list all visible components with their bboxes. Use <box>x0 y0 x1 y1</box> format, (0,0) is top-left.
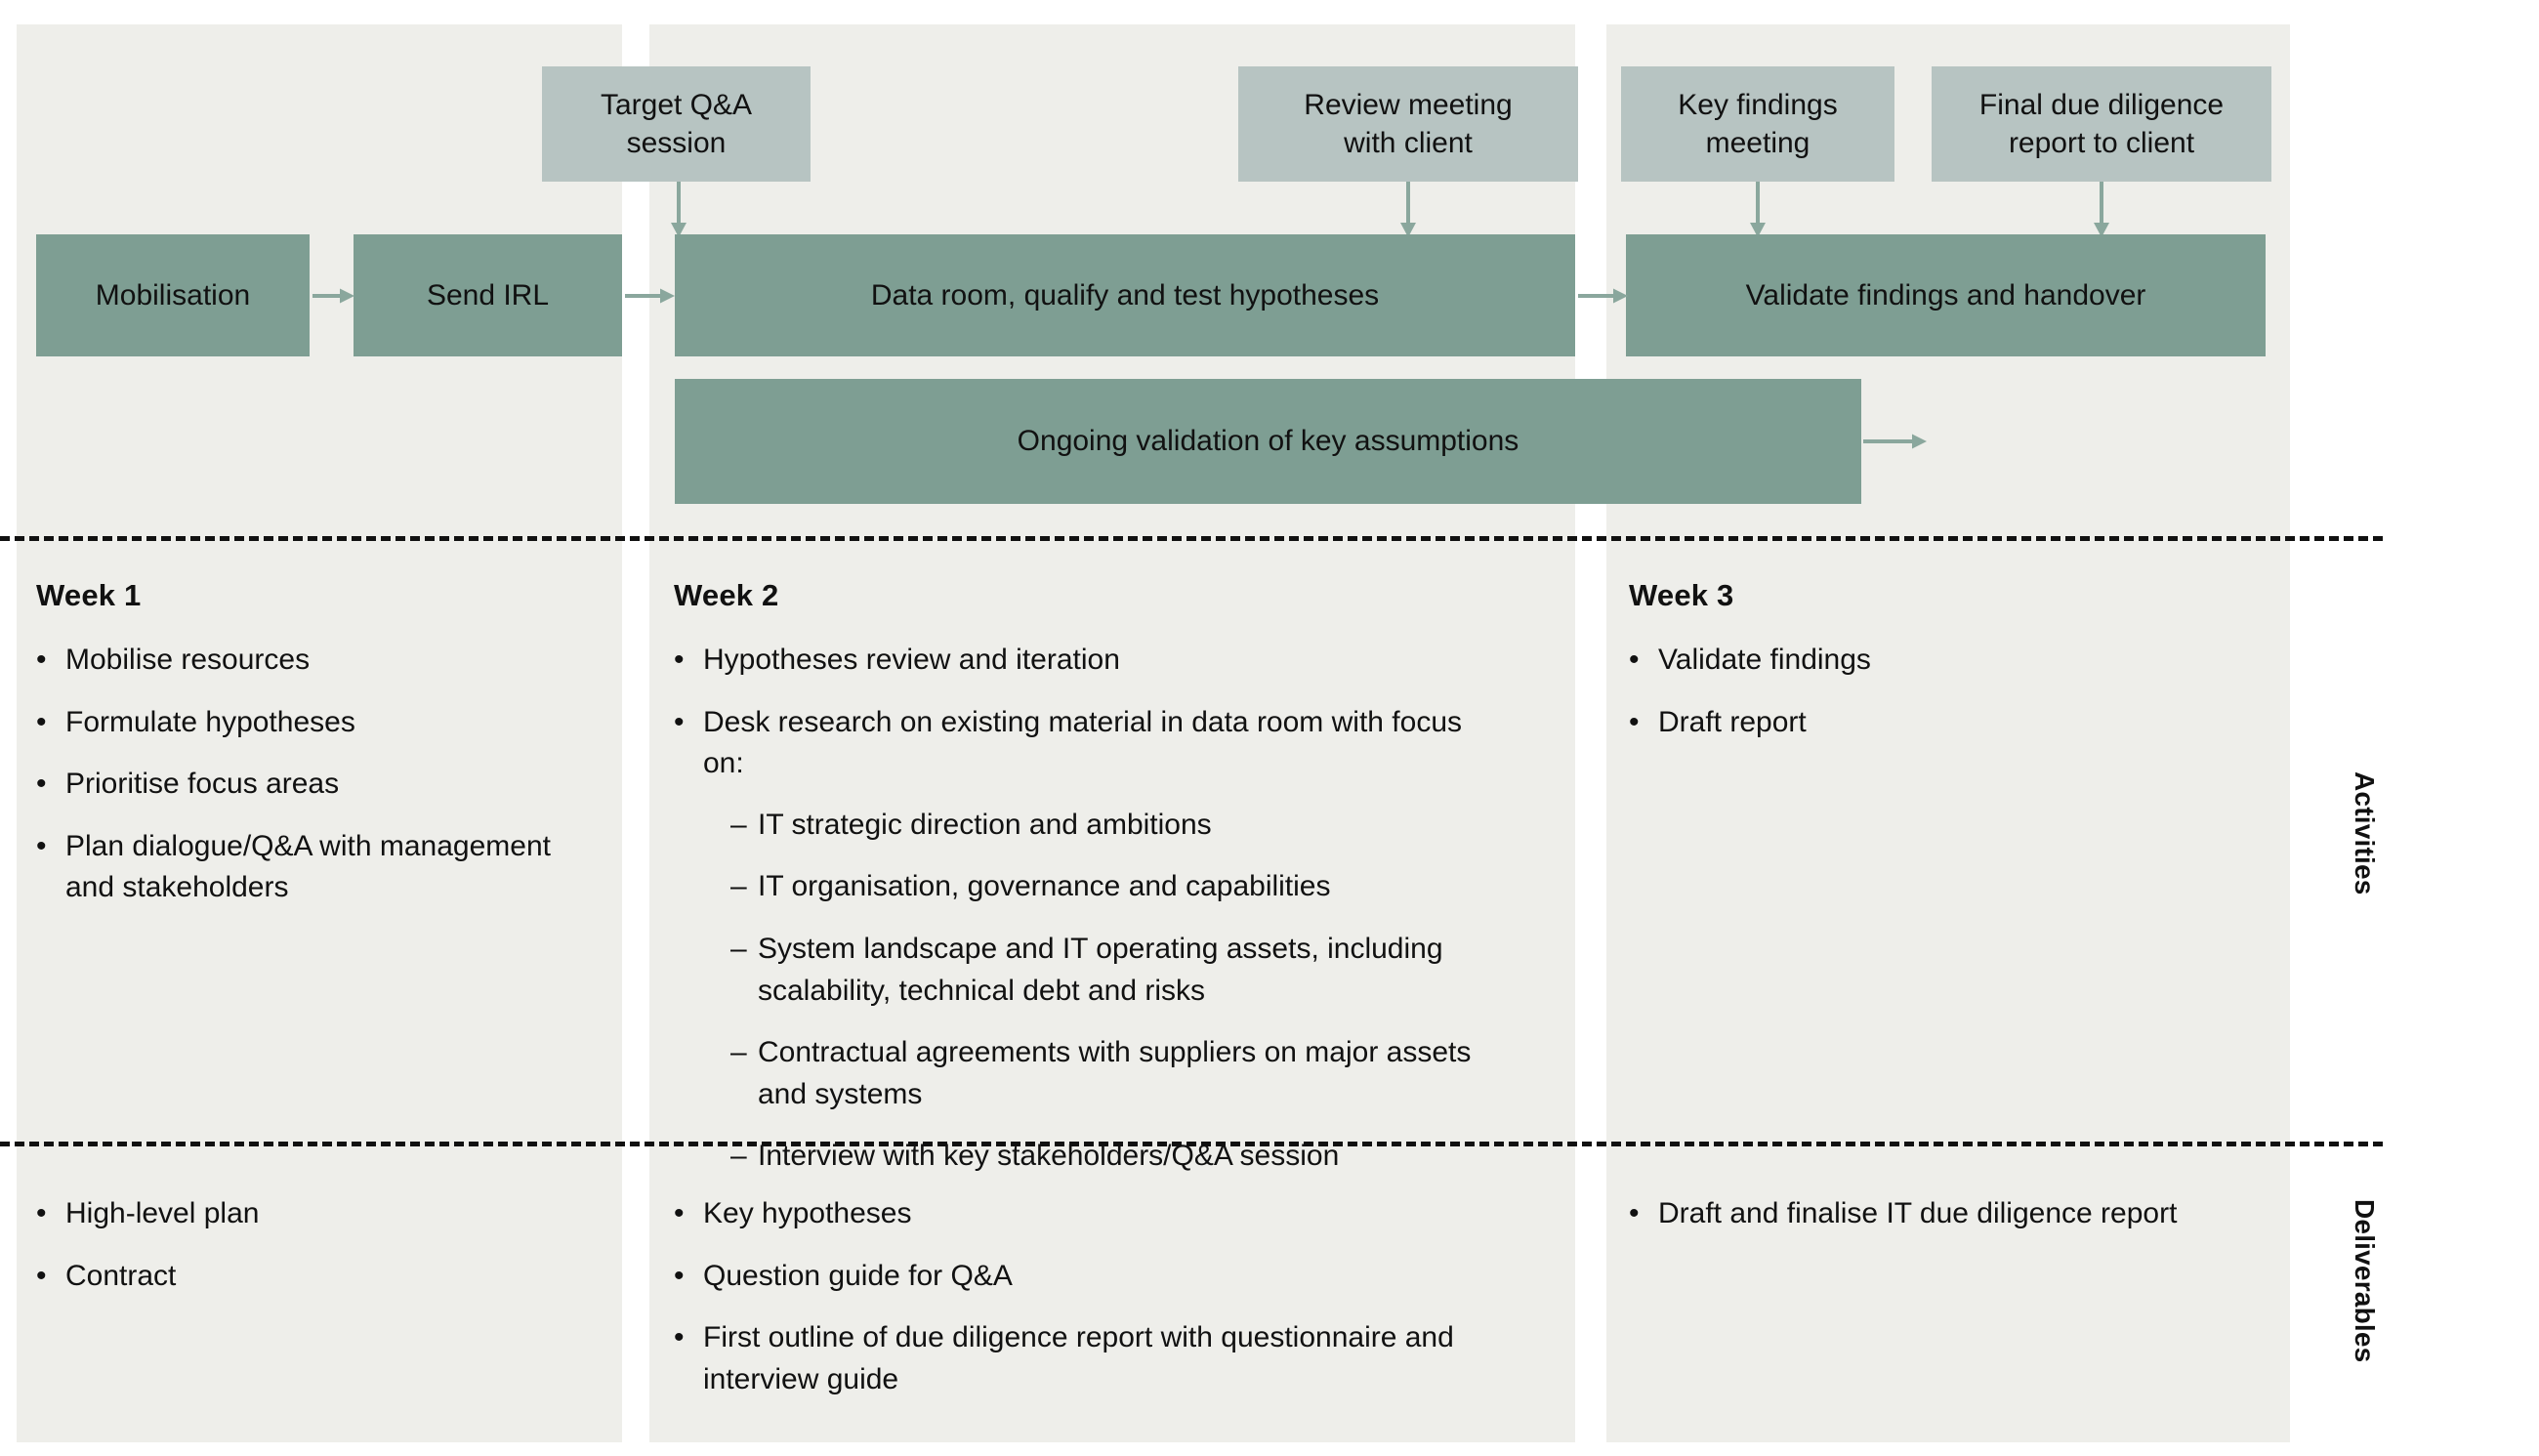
activities-list-week-3: • Validate findings • Draft report <box>1629 640 2264 743</box>
activities-heading-week-3: Week 3 <box>1629 578 1734 612</box>
bullet-marker: – <box>730 932 747 965</box>
arrow-final-report-to-phase <box>2094 182 2109 237</box>
arrow-review-meeting-to-phase <box>1400 182 1416 237</box>
list-item: • Contract <box>36 1256 583 1298</box>
milestone-review-meeting-with-client[interactable]: Review meeting with client <box>1238 66 1578 182</box>
activities-sublist-week-2: – IT strategic direction and ambitions –… <box>730 805 1479 1178</box>
activities-heading-week-2: Week 2 <box>674 578 779 612</box>
bullet-marker: • <box>36 829 47 862</box>
bullet-marker: • <box>1629 644 1640 676</box>
bullet-marker: • <box>36 644 47 676</box>
bullet-marker: – <box>730 1036 747 1069</box>
bullet-marker: • <box>674 705 685 738</box>
arrow-target-qa-to-phase <box>671 182 687 237</box>
arrow-data-room-to-validate <box>1578 288 1628 304</box>
bullet-marker: • <box>36 705 47 738</box>
list-item: • Validate findings <box>1629 640 2264 682</box>
list-item-text: Plan dialogue/Q&A with management and st… <box>65 829 551 904</box>
activities-list-week-1: • Mobilise resources • Formulate hypothe… <box>36 640 583 909</box>
list-item: • Draft and finalise IT due diligence re… <box>1629 1193 2293 1235</box>
list-item: • Prioritise focus areas <box>36 764 583 806</box>
list-item-text: Desk research on existing material in da… <box>703 705 1463 780</box>
list-item-text: IT organisation, governance and capabili… <box>758 870 1331 903</box>
divider-activities-deliverables <box>0 1142 2383 1146</box>
list-item-text: Mobilise resources <box>65 644 311 676</box>
list-item: • Formulate hypotheses <box>36 702 583 744</box>
list-item: • First outline of due diligence report … <box>674 1317 1489 1400</box>
deliverables-list-week-3: • Draft and finalise IT due diligence re… <box>1629 1193 2293 1235</box>
bullet-marker: • <box>36 768 47 801</box>
list-item-text: Question guide for Q&A <box>703 1259 1013 1292</box>
phase-bar-ongoing-validation[interactable]: Ongoing validation of key assumptions <box>675 379 1861 504</box>
bullet-marker: • <box>674 1321 685 1354</box>
list-item: – System landscape and IT operating asse… <box>730 929 1479 1012</box>
arrow-key-findings-to-phase <box>1750 182 1766 237</box>
bullet-marker: • <box>1629 1197 1640 1229</box>
list-item-text: System landscape and IT operating assets… <box>758 932 1443 1007</box>
list-item: • High-level plan <box>36 1193 583 1235</box>
list-item-text: Contractual agreements with suppliers on… <box>758 1036 1472 1110</box>
phase-bar-validate-findings-handover[interactable]: Validate findings and handover <box>1626 234 2266 356</box>
list-item-text: Prioritise focus areas <box>65 768 340 801</box>
milestone-final-due-diligence-report[interactable]: Final due diligence report to client <box>1932 66 2271 182</box>
list-item: – Contractual agreements with suppliers … <box>730 1032 1479 1115</box>
list-item-text: Hypotheses review and iteration <box>703 644 1120 676</box>
deliverables-list-week-2: • Key hypotheses • Question guide for Q&… <box>674 1193 1489 1400</box>
bullet-marker: • <box>674 644 685 676</box>
list-item: – IT organisation, governance and capabi… <box>730 866 1479 908</box>
list-item-text: Key hypotheses <box>703 1197 912 1229</box>
list-item: • Mobilise resources <box>36 640 583 682</box>
bullet-marker: – <box>730 1140 747 1173</box>
bullet-marker: • <box>36 1197 47 1229</box>
list-item: • Desk research on existing material in … <box>674 702 1479 1198</box>
bullet-marker: – <box>730 808 747 841</box>
milestone-target-qa-session[interactable]: Target Q&A session <box>542 66 811 182</box>
phase-bar-data-room-qualify-test[interactable]: Data room, qualify and test hypotheses <box>675 234 1575 356</box>
phase-bar-send-irl[interactable]: Send IRL <box>354 234 622 356</box>
list-item-text: Validate findings <box>1658 644 1871 676</box>
list-item: – IT strategic direction and ambitions <box>730 805 1479 847</box>
list-item-text: Draft and finalise IT due diligence repo… <box>1658 1197 2178 1229</box>
list-item: • Hypotheses review and iteration <box>674 640 1479 682</box>
list-item-text: IT strategic direction and ambitions <box>758 808 1212 841</box>
deliverables-list-week-1: • High-level plan • Contract <box>36 1193 583 1297</box>
milestone-key-findings-meeting[interactable]: Key findings meeting <box>1621 66 1894 182</box>
list-item: • Plan dialogue/Q&A with management and … <box>36 826 583 909</box>
list-item-text: Contract <box>65 1259 177 1292</box>
side-label-deliverables: Deliverables <box>2350 1199 2380 1363</box>
bullet-marker: • <box>674 1197 685 1229</box>
list-item: • Key hypotheses <box>674 1193 1489 1235</box>
arrow-ongoing-validation-continues <box>1863 434 1927 449</box>
bullet-marker: • <box>1629 705 1640 738</box>
list-item-text: High-level plan <box>65 1197 260 1229</box>
bullet-marker: • <box>674 1259 685 1292</box>
divider-timeline-activities <box>0 536 2383 541</box>
arrow-mobilisation-to-send-irl <box>312 288 354 304</box>
phase-bar-mobilisation[interactable]: Mobilisation <box>36 234 310 356</box>
activities-list-week-2: • Hypotheses review and iteration • Desk… <box>674 640 1479 1198</box>
side-label-activities: Activities <box>2350 771 2380 895</box>
list-item-text: Draft report <box>1658 705 1807 738</box>
bullet-marker: – <box>730 870 747 903</box>
arrow-send-irl-to-data-room <box>625 288 675 304</box>
list-item-text: Formulate hypotheses <box>65 705 355 738</box>
list-item: • Question guide for Q&A <box>674 1256 1489 1298</box>
activities-heading-week-1: Week 1 <box>36 578 142 612</box>
bullet-marker: • <box>36 1259 47 1292</box>
list-item-text: First outline of due diligence report wi… <box>703 1321 1454 1395</box>
list-item: • Draft report <box>1629 702 2264 744</box>
